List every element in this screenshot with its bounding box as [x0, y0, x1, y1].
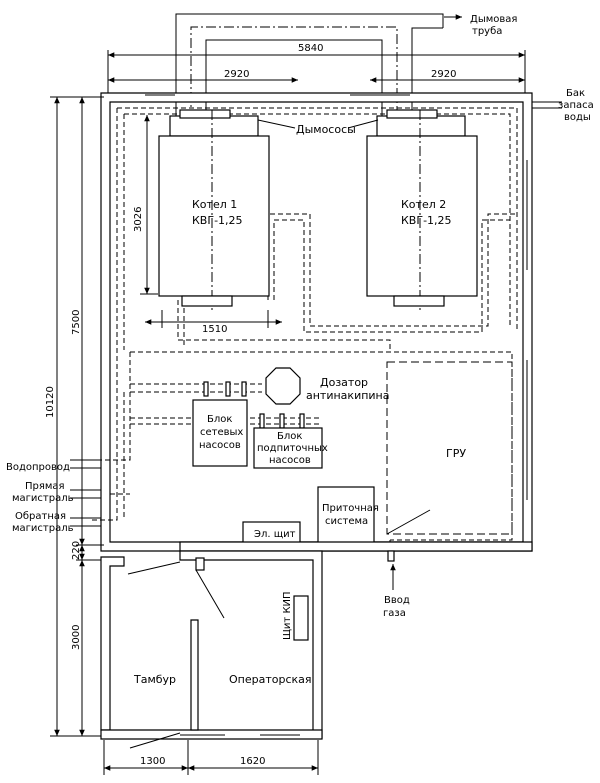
- dim-boiler-gap: 1510: [202, 324, 227, 335]
- boiler-dimension-lines: [140, 115, 282, 328]
- gas-input-label-1: Ввод: [384, 595, 410, 606]
- dim-bottom-right: 1620: [240, 756, 265, 767]
- forward-main-label-1: Прямая: [25, 481, 65, 492]
- forward-main-label-2: магистраль: [12, 493, 74, 504]
- makeup-pumps-block[interactable]: [253, 427, 323, 469]
- boiler-2-assembly: [366, 109, 478, 310]
- water-supply-label: Водопровод: [6, 462, 70, 473]
- dim-height-lower: 3000: [71, 625, 82, 650]
- tank-label-3: воды: [564, 112, 591, 123]
- vestibule-label: Тамбур: [133, 673, 176, 686]
- dim-half-right: 2920: [431, 69, 456, 80]
- smoke-fans-leaders: [257, 119, 379, 129]
- network-pumps-label-2: сетевых: [200, 427, 243, 438]
- makeup-pumps-label-3: насосов: [269, 455, 311, 466]
- network-pumps-block[interactable]: [192, 399, 248, 467]
- boiler-1-model: КВГ-1,25: [192, 214, 243, 227]
- door-swings: [127, 561, 225, 749]
- return-main-label-1: Обратная: [15, 511, 66, 522]
- left-dimension-lines: [50, 96, 104, 737]
- tank-label-1: Бак: [566, 88, 585, 99]
- el-panel-label: Эл. щит: [254, 529, 296, 540]
- boiler-2-name: Котел 2: [401, 198, 446, 211]
- boiler-1-name: Котел 1: [192, 198, 237, 211]
- boiler-1[interactable]: [158, 135, 270, 297]
- external-pipe-stubs: [70, 459, 101, 527]
- chimney-label-1: Дымовая: [470, 14, 517, 25]
- kip-panel[interactable]: [293, 595, 309, 641]
- lower-rooms-walls: [100, 541, 533, 740]
- smoke-fans-label: Дымососы: [296, 123, 356, 136]
- dosator-label-2: антинакипина: [306, 389, 390, 402]
- supply-system-label-1: Приточная: [322, 503, 379, 514]
- top-dimension-lines: [107, 50, 526, 96]
- dosator-tank[interactable]: [265, 367, 301, 405]
- supply-system-block[interactable]: [317, 486, 375, 546]
- tank-label-2: запаса: [558, 100, 594, 111]
- boiler-2-model: КВГ-1,25: [401, 214, 452, 227]
- operator-room-label: Операторская: [229, 673, 312, 686]
- chimney-label-2: труба: [472, 26, 502, 37]
- gru-label: ГРУ: [446, 447, 466, 460]
- supply-system-label-2: система: [325, 516, 368, 527]
- network-pumps-label-3: насосов: [199, 440, 241, 451]
- dim-bottom-left: 1300: [140, 756, 165, 767]
- chimney-duct: [175, 13, 444, 120]
- kip-panel-label: Щит КИП: [282, 591, 293, 640]
- gas-input-label-2: газа: [383, 608, 406, 619]
- makeup-pumps-label-1: Блок: [277, 431, 302, 442]
- dim-wall-gap: 220: [71, 541, 82, 560]
- dim-height-total: 10120: [45, 386, 56, 418]
- return-main-label-2: магистраль: [12, 523, 74, 534]
- dim-height-main: 7500: [71, 310, 82, 335]
- dim-total-width: 5840: [298, 43, 323, 54]
- dim-boiler-height: 3026: [133, 207, 144, 232]
- network-pumps-label-1: Блок: [207, 414, 232, 425]
- boiler-1-assembly: [158, 109, 270, 310]
- dosator-label-1: Дозатор: [320, 376, 368, 389]
- boiler-2[interactable]: [366, 135, 478, 297]
- bottom-dimension-lines: [103, 740, 319, 775]
- dim-half-left: 2920: [224, 69, 249, 80]
- makeup-pumps-label-2: подпиточных: [257, 443, 328, 454]
